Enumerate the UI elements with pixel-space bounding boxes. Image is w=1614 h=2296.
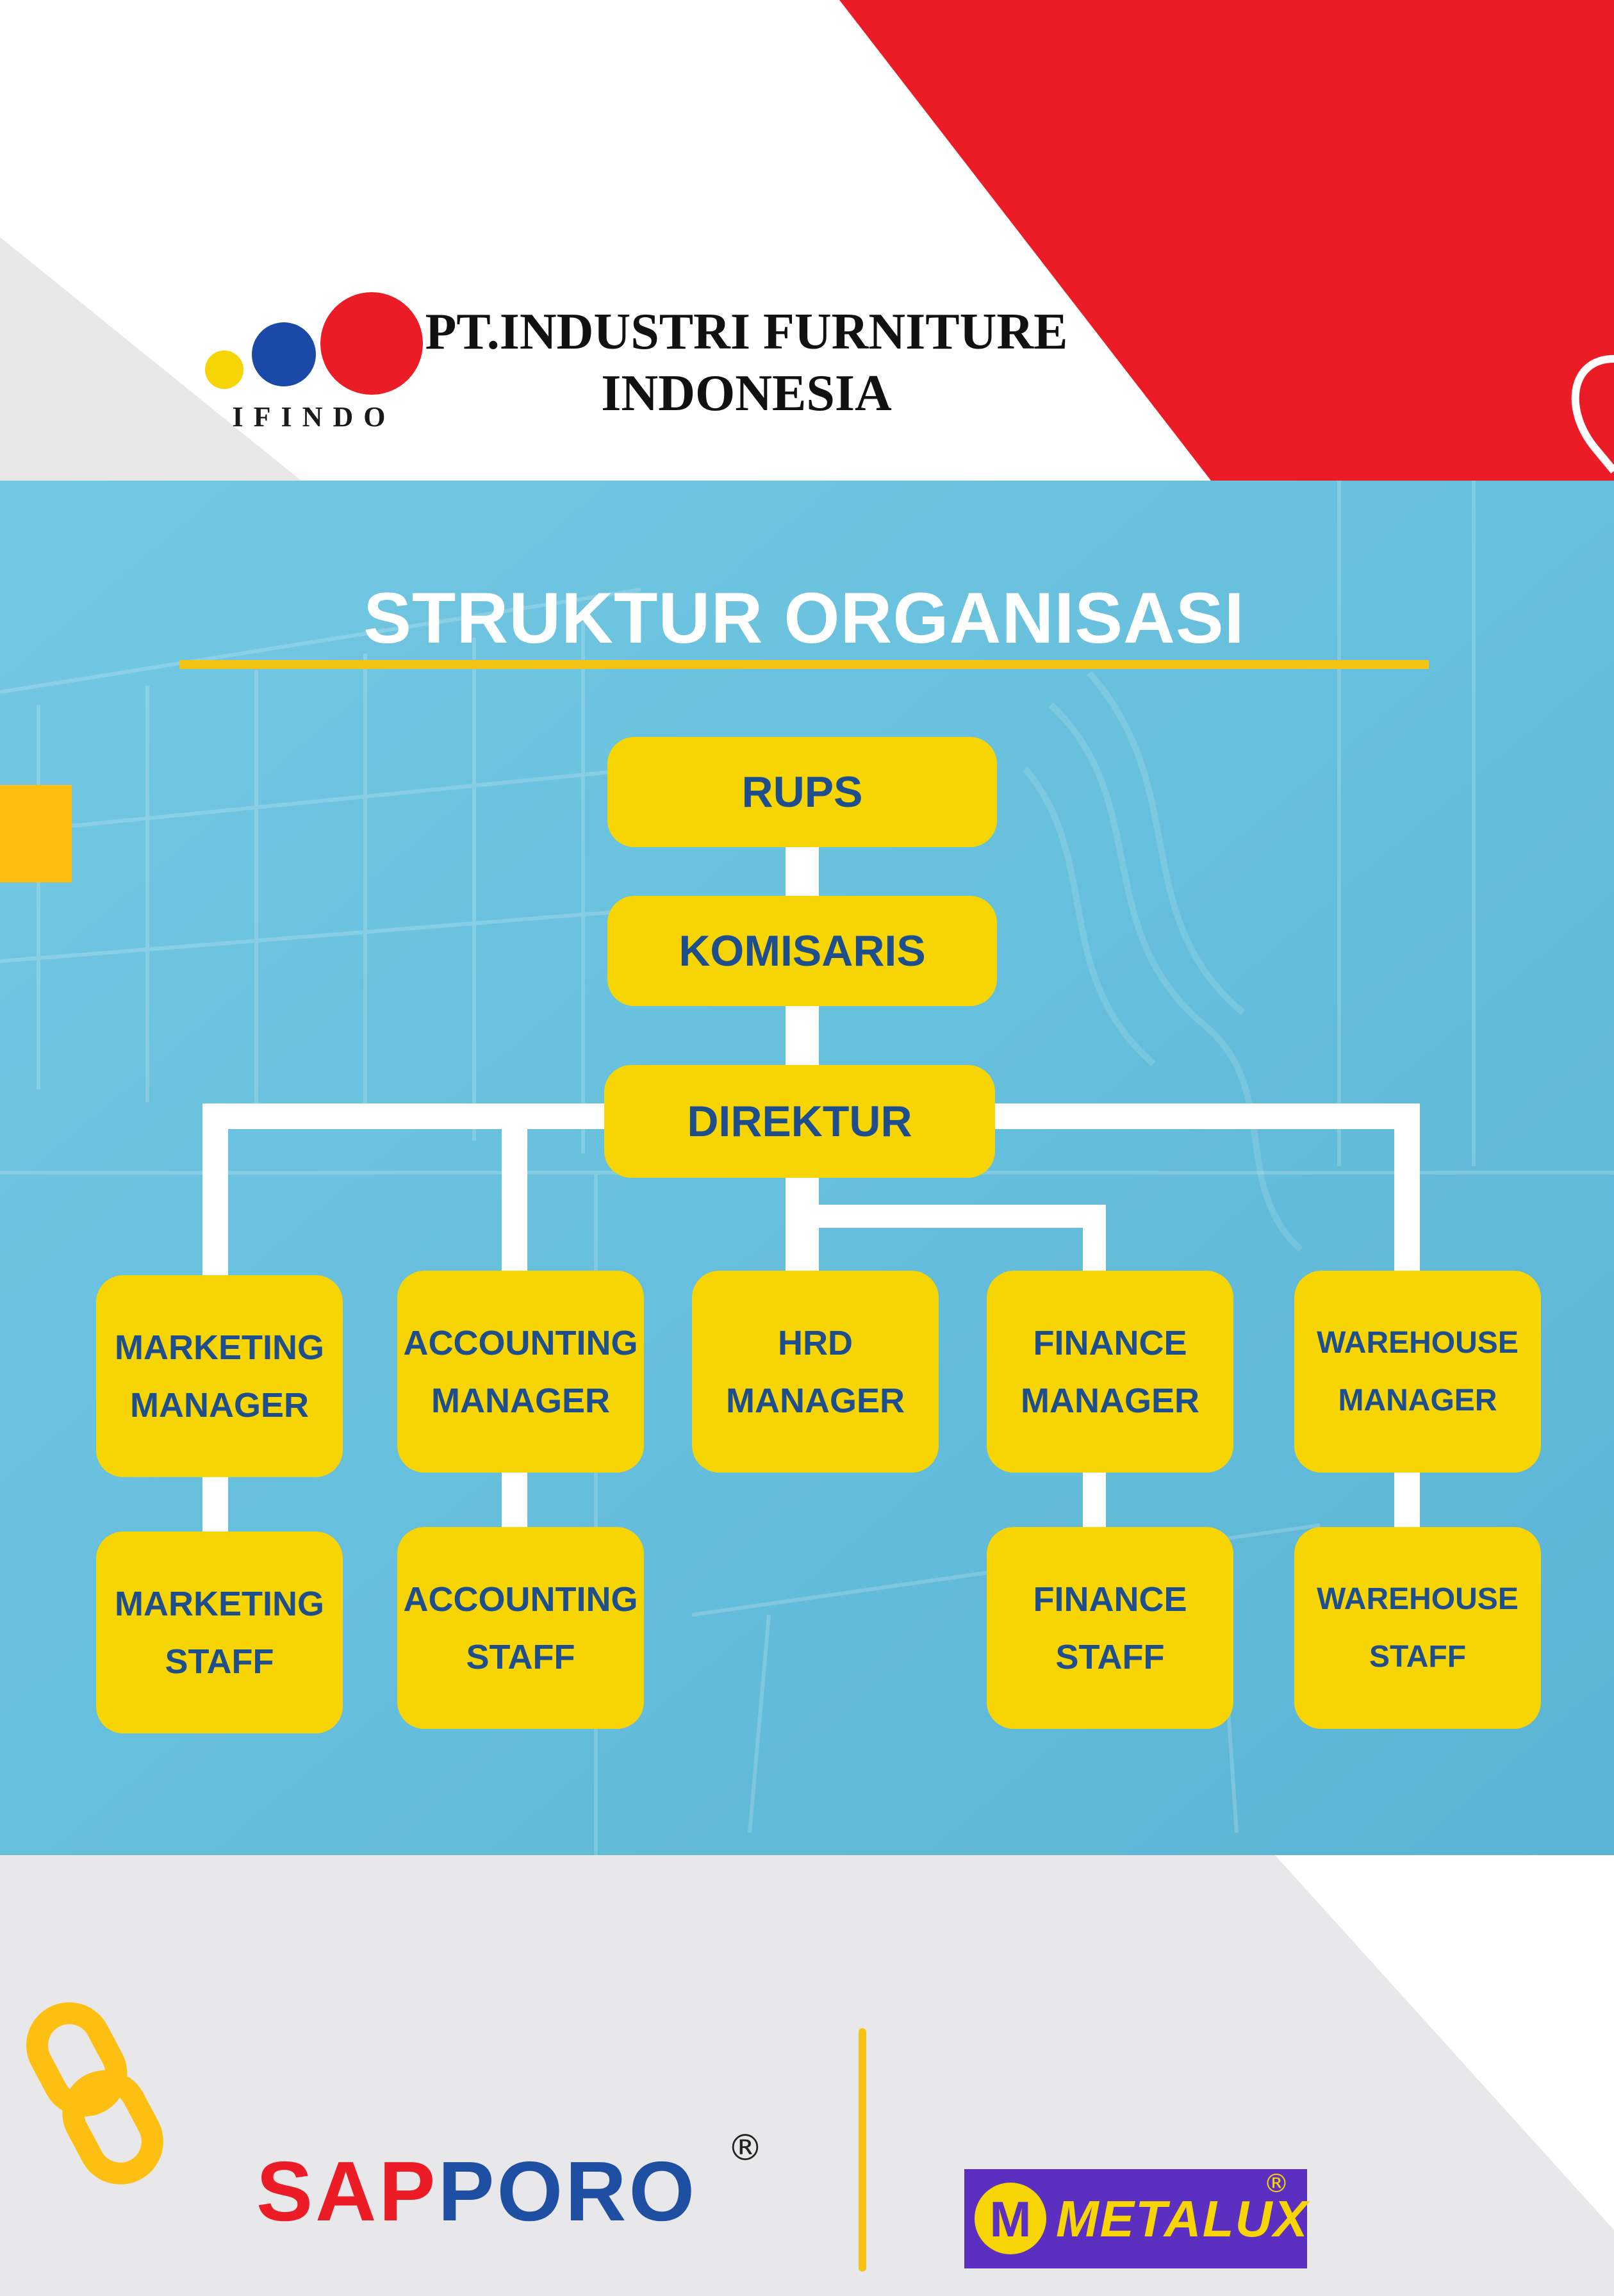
finance-manager-line1: FINANCE — [1033, 1323, 1187, 1362]
yellow-side-tab — [0, 785, 72, 882]
node-rups: RUPS — [607, 737, 997, 847]
finance-manager-line2: MANAGER — [1021, 1381, 1199, 1420]
footer-white-wedge — [1275, 1855, 1614, 2230]
warehouse-staff-line1: WAREHOUSE — [1317, 1582, 1519, 1616]
sapporo-logo-red: SAP — [256, 2144, 438, 2238]
hrd-manager-line1: HRD — [778, 1323, 853, 1362]
node-marketing-manager: MARKETING MANAGER — [96, 1275, 343, 1477]
node-komisaris: KOMISARIS — [607, 896, 997, 1006]
accounting-staff-line1: ACCOUNTING — [403, 1580, 638, 1619]
chart-title: STRUKTUR ORGANISASI — [363, 578, 1245, 658]
node-finance-staff: FINANCE STAFF — [987, 1527, 1233, 1729]
node-accounting-manager: ACCOUNTING MANAGER — [397, 1271, 644, 1473]
metalux-logo-text: METALUX — [1056, 2190, 1309, 2247]
company-name-line2: INDONESIA — [601, 365, 892, 422]
grey-corner-shape — [0, 237, 301, 481]
yellow-link-icon — [26, 2002, 163, 2185]
warehouse-staff-line2: STAFF — [1369, 1639, 1467, 1674]
red-diagonal-block — [839, 0, 1614, 481]
finance-staff-line2: STAFF — [1055, 1637, 1165, 1676]
hrd-manager-line2: MANAGER — [726, 1381, 905, 1420]
logo-red-circle — [320, 292, 423, 395]
warehouse-manager-line1: WAREHOUSE — [1317, 1325, 1519, 1360]
logo-yellow-circle — [205, 351, 243, 389]
node-marketing-staff: MARKETING STAFF — [96, 1532, 343, 1733]
node-komisaris-label: KOMISARIS — [679, 927, 926, 975]
accounting-staff-line2: STAFF — [466, 1637, 575, 1676]
marketing-manager-line2: MANAGER — [129, 1385, 309, 1425]
footer-divider — [859, 2028, 866, 2272]
company-name-line1: PT.INDUSTRI FURNITURE — [425, 304, 1068, 360]
company-name: PT.INDUSTRI FURNITURE INDONESIA — [410, 301, 1083, 424]
node-rups-label: RUPS — [741, 768, 863, 816]
metalux-m-icon — [975, 2183, 1046, 2254]
warehouse-manager-line2: MANAGER — [1338, 1383, 1497, 1417]
sapporo-logo-blue: PORO — [438, 2144, 698, 2238]
ifindo-logo-text: IFINDO — [232, 401, 396, 433]
accounting-manager-line1: ACCOUNTING — [403, 1323, 638, 1362]
sapporo-logo: SAPPORO — [256, 2143, 697, 2240]
marketing-manager-line1: MARKETING — [115, 1328, 324, 1367]
node-warehouse-staff: WAREHOUSE STAFF — [1294, 1527, 1541, 1729]
sapporo-registered-mark: ® — [727, 2127, 763, 2169]
metalux-registered-mark: ® — [1264, 2169, 1289, 2199]
node-warehouse-manager: WAREHOUSE MANAGER — [1294, 1271, 1541, 1473]
node-finance-manager: FINANCE MANAGER — [987, 1271, 1233, 1473]
node-direktur-label: DIREKTUR — [687, 1097, 912, 1146]
title-underline — [179, 660, 1429, 669]
accounting-manager-line2: MANAGER — [431, 1381, 610, 1420]
node-accounting-staff: ACCOUNTING STAFF — [397, 1527, 644, 1729]
finance-staff-line1: FINANCE — [1033, 1580, 1187, 1619]
marketing-staff-line1: MARKETING — [115, 1584, 324, 1623]
logo-blue-circle — [252, 322, 316, 386]
marketing-staff-line2: STAFF — [165, 1642, 274, 1681]
node-hrd-manager: HRD MANAGER — [692, 1271, 939, 1473]
node-direktur: DIREKTUR — [604, 1065, 995, 1178]
red-block-curve-accent — [1571, 355, 1614, 474]
marble-swirl-texture — [1023, 670, 1303, 1252]
metalux-m-glyph: M — [990, 2191, 1032, 2247]
